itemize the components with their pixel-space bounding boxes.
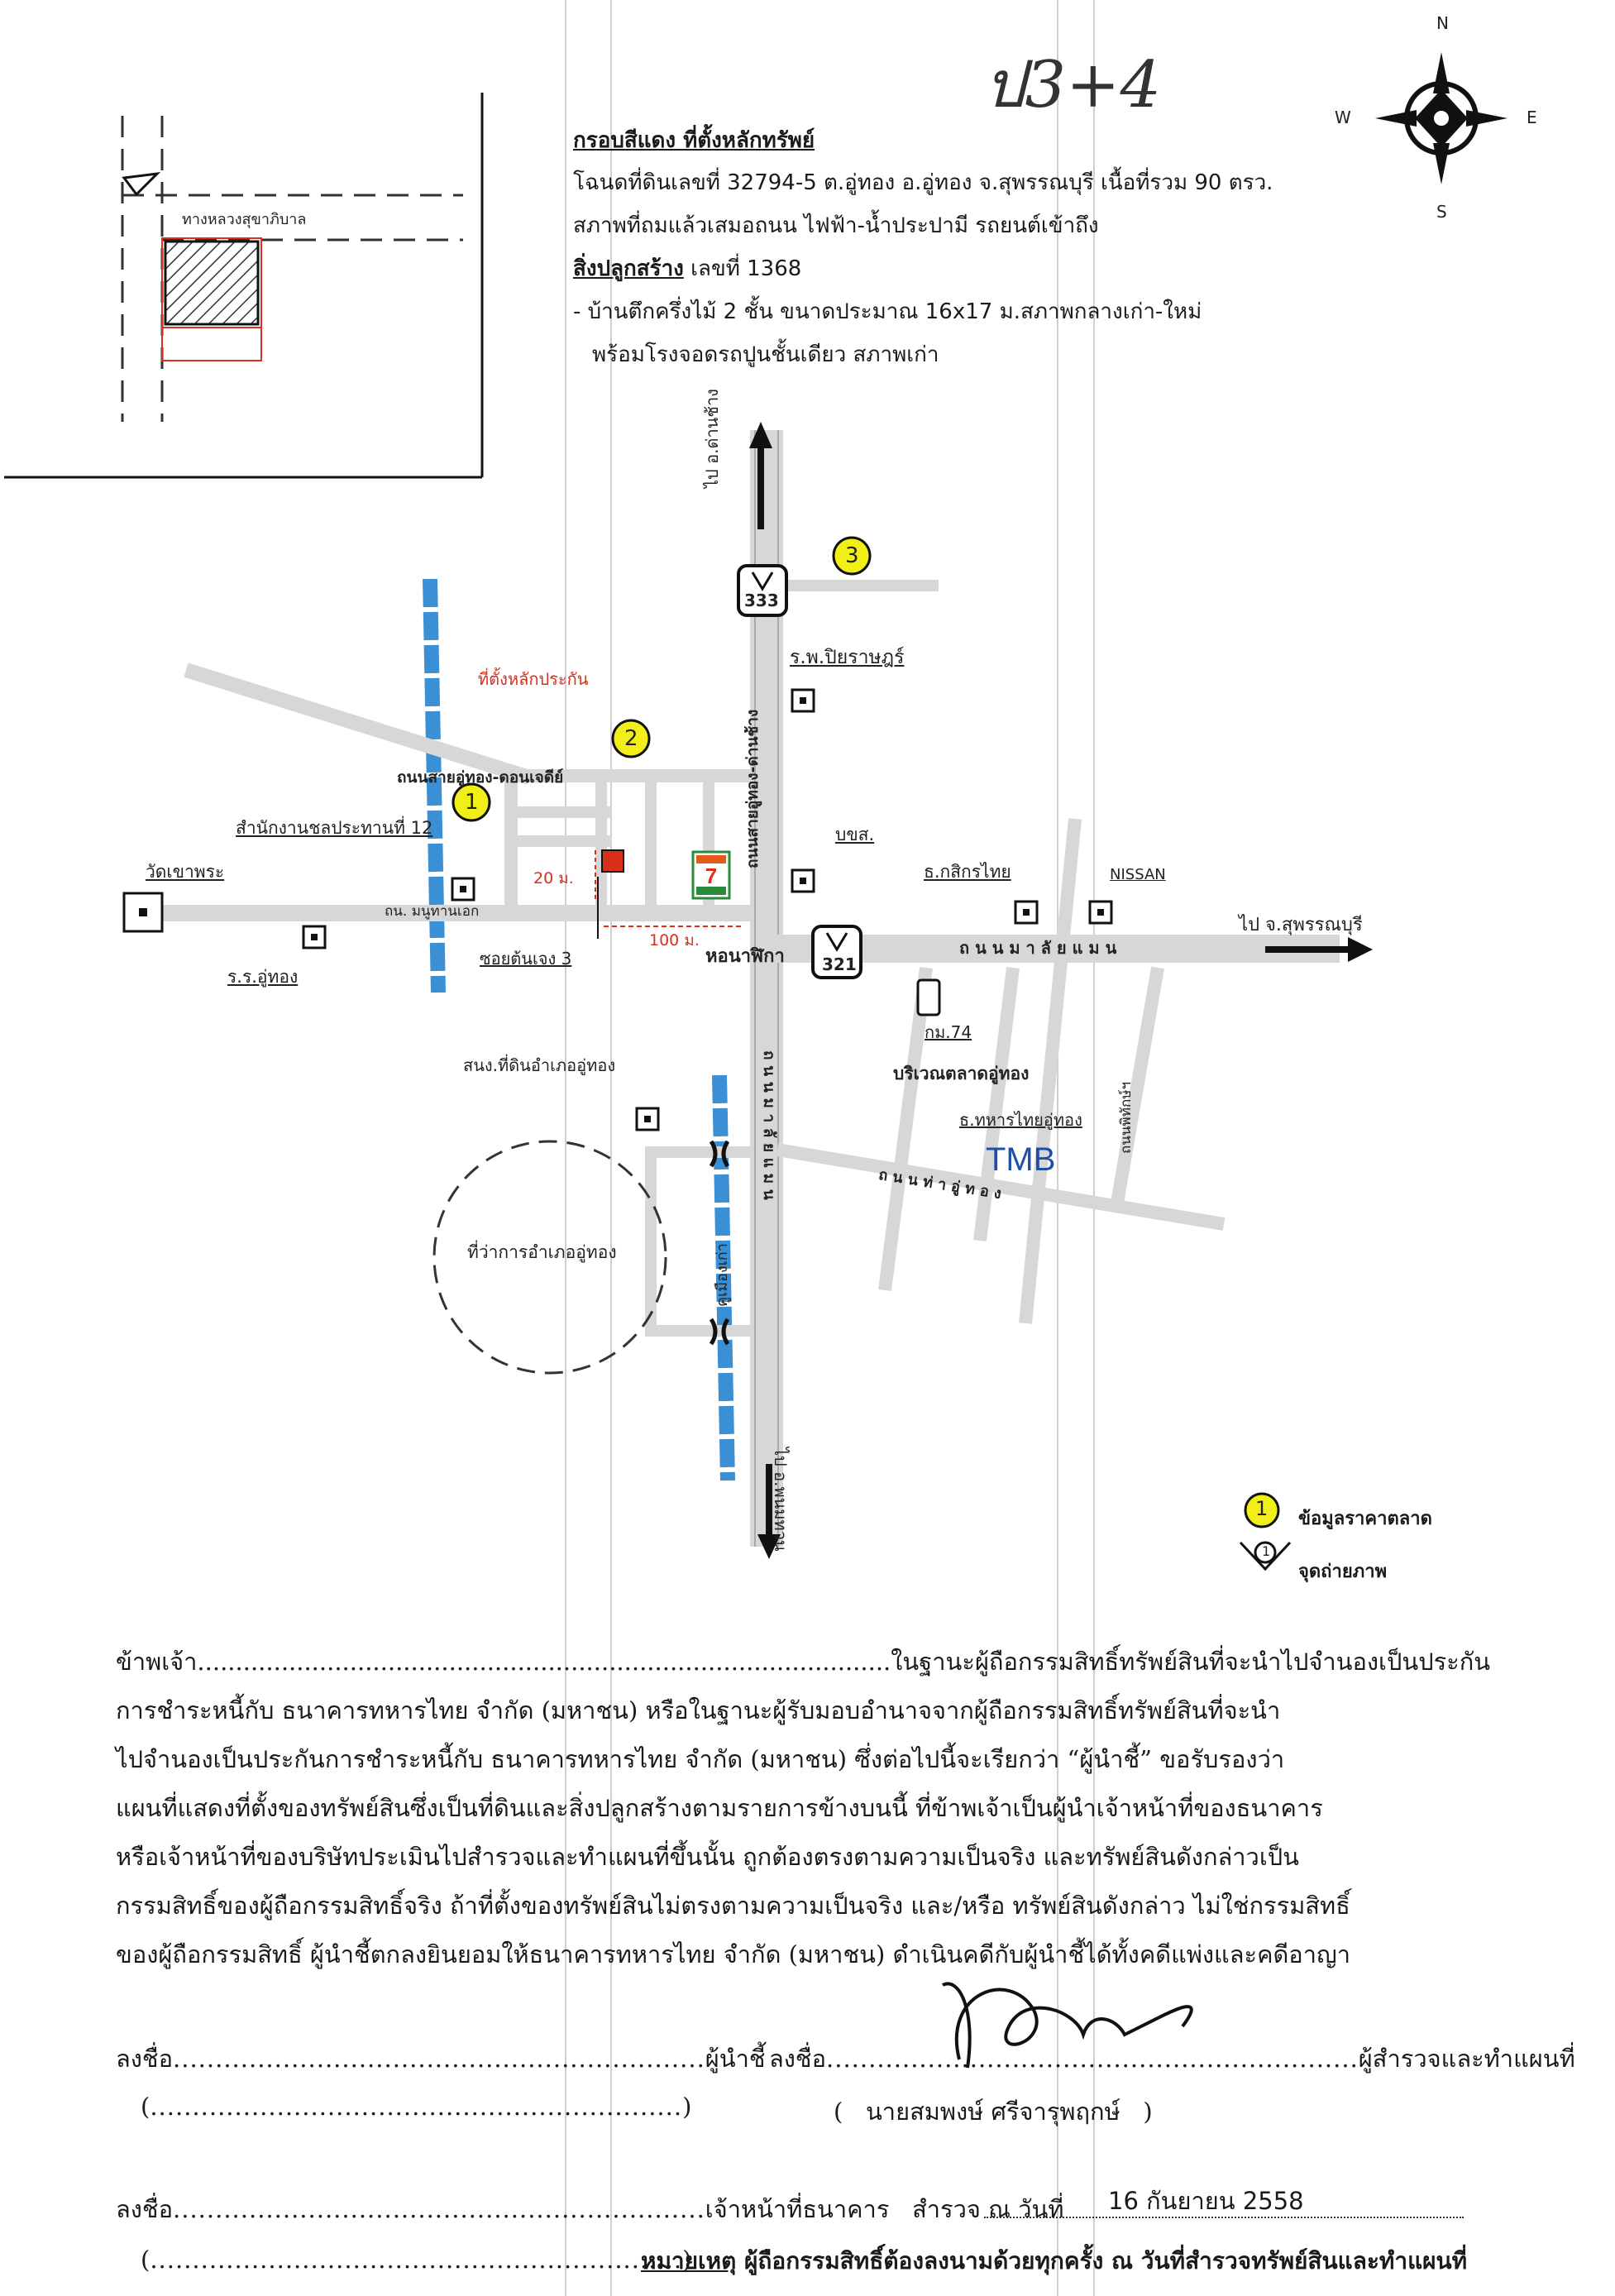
scan-line-2 bbox=[610, 0, 612, 2296]
kbank-label: ธ.กสิกรไทย bbox=[924, 862, 1011, 882]
inset-road-label: ทางหลวงสุขาภิบาล bbox=[182, 211, 307, 228]
compass-rose-icon bbox=[1375, 52, 1507, 184]
bank-sign-row: ลงชื่อ..................................… bbox=[116, 2195, 1064, 2223]
dist-20-label: 20 ม. bbox=[533, 869, 574, 887]
legend-photo-num: 1 bbox=[1262, 1543, 1271, 1559]
legend-market-num: 1 bbox=[1255, 1497, 1269, 1520]
km74-label: กม.74 bbox=[925, 1022, 972, 1042]
statement-line-4: แผนที่แสดงที่ตั้งของทรัพย์สินซึ่งเป็นที่… bbox=[116, 1794, 1323, 1822]
clock-tower-label: หอนาฬิกา bbox=[705, 946, 785, 967]
compass-west: W bbox=[1335, 108, 1351, 127]
bank-name-row: (.......................................… bbox=[141, 2246, 692, 2274]
legend-market-label: ข้อมูลราคาตลาด bbox=[1298, 1509, 1432, 1529]
date-underline bbox=[984, 2217, 1464, 2218]
bks-label: บขส. bbox=[835, 825, 875, 844]
legend-photo-label: จุดถ่ายภาพ bbox=[1298, 1562, 1388, 1582]
header-structure: สิ่งปลูกสร้าง เลขที่ 1368 bbox=[573, 256, 802, 281]
to-dansang-label: ไป อ.ด่านช้าง bbox=[702, 389, 722, 488]
road-utong-northeast-label: ถนนสายอู่ทอง-ดอนเจดีย์ bbox=[397, 768, 564, 787]
to-phanom-label: ไป อ.พนมทวน bbox=[771, 1447, 791, 1552]
surveyor-sign-row: ลงชื่อ..................................… bbox=[769, 2045, 1575, 2073]
to-suphan-label: ไป จ.สุพรรณบุรี bbox=[1239, 915, 1363, 935]
footnote: หมายเหตุ ผู้ถือกรรมสิทธิ์ต้องลงนามด้วยทุ… bbox=[641, 2247, 1468, 2274]
statement-line-1: ข้าพเจ้า................................… bbox=[116, 1648, 1491, 1676]
tmb-bank-label: ธ.ทหารไทยอู่ทอง bbox=[959, 1110, 1082, 1130]
legend-photo-icon bbox=[1239, 1541, 1292, 1571]
svg-text:7: 7 bbox=[705, 863, 717, 888]
land-office-label: สนง.ที่ดินอำเภออู่ทอง bbox=[463, 1055, 616, 1075]
certification-statement: ข้าพเจ้า................................… bbox=[116, 1638, 1491, 1979]
malaiman-road-label: ถ น น ม า ลั ย แ ม น bbox=[959, 938, 1117, 958]
tmb-logo: TMB bbox=[986, 1141, 1056, 1178]
khuemuang-label: คูเมืองเก่า bbox=[714, 1243, 731, 1307]
marker-3: 3 bbox=[845, 543, 859, 568]
school-label: ร.ร.อู่ทอง bbox=[227, 967, 299, 987]
compass-north: N bbox=[1436, 13, 1449, 33]
statement-line-3: ไปจำนองเป็นประกันการชำระหนี้กับ ธนาคารทห… bbox=[116, 1745, 1285, 1773]
surveyor-name-row: ( นายสมพงษ์ ศรีจารุพฤกษ์ ) bbox=[834, 2097, 1153, 2126]
surveyor-signature bbox=[942, 1982, 1193, 2069]
nissan-label: NISSAN bbox=[1110, 866, 1166, 883]
road-phithi-label: ถนนพิทักษ์ฯ bbox=[1118, 1082, 1135, 1154]
market-label: บริเวณตลาดอู่ทอง bbox=[893, 1064, 1030, 1083]
road-utong-dansang-label: ถนนสายอู่ทอง-ด่านช้าง bbox=[743, 709, 762, 868]
pointer-name-row: (.......................................… bbox=[141, 2093, 692, 2121]
statement-line-2: การชำระหนี้กับ ธนาคารทหารไทย จำกัด (มหาช… bbox=[116, 1696, 1281, 1724]
hospital-label: ร.พ.ปิยราษฎร์ bbox=[790, 647, 905, 668]
road-uthong-ek-label: ถน. มนูทานเอก bbox=[385, 903, 480, 920]
statement-line-7: ของผู้ถือกรรมสิทธิ์ ผู้นำชี้ตกลงยินยอมให… bbox=[116, 1940, 1351, 1968]
collateral-site-label: ที่ตั้งหลักประกัน bbox=[478, 669, 589, 689]
scan-line-1 bbox=[565, 0, 566, 2296]
header-title: กรอบสีแดง ที่ตั้งหลักทรัพย์ bbox=[573, 128, 815, 153]
route-333-label: 333 bbox=[744, 591, 779, 610]
survey-date: 16 กันยายน 2558 bbox=[1108, 2187, 1304, 2215]
malaiman-vertical-label: ถ น น ม า ลั ย แ ม น bbox=[760, 1050, 778, 1200]
marker-1: 1 bbox=[465, 790, 479, 815]
header-deed: โฉนดที่ดินเลขที่ 32794-5 ต.อู่ทอง อ.อู่ท… bbox=[573, 170, 1273, 195]
wat-label: วัดเขาพระ bbox=[146, 862, 225, 882]
statement-line-6: กรรมสิทธิ์ของผู้ถือกรรมสิทธิ์จริง ถ้าที่… bbox=[116, 1892, 1350, 1920]
district-office-label: ที่ว่าการอำเภออู่ทอง bbox=[467, 1242, 617, 1262]
handwritten-code: ป3+4 bbox=[984, 48, 1162, 122]
legend-market-icon bbox=[1244, 1492, 1280, 1528]
route-321-label: 321 bbox=[822, 954, 857, 974]
scan-line-3 bbox=[1057, 0, 1058, 2296]
irrigation-office-label: สำนักงานชลประทานที่ 12 bbox=[236, 818, 433, 838]
header-building: - บ้านตึกครึ่งไม้ 2 ชั้น ขนาดประมาณ 16x1… bbox=[573, 299, 1202, 324]
header-garage: พร้อมโรงจอดรถปูนชั้นเดียว สภาพเก่า bbox=[592, 342, 939, 367]
statement-line-5: หรือเจ้าหน้าที่ของบริษัทประเมินไปสำรวจแล… bbox=[116, 1843, 1299, 1871]
header-condition: สภาพที่ถมแล้วเสมอถนน ไฟฟ้า-น้ำประปามี รถ… bbox=[573, 213, 1099, 238]
pointer-sign-row: ลงชื่อ..................................… bbox=[116, 2045, 766, 2073]
soi-label: ซอยต้นเจง 3 bbox=[480, 949, 572, 969]
scan-line-4 bbox=[1093, 0, 1095, 2296]
dist-100-label: 100 ม. bbox=[649, 931, 700, 949]
compass-south: S bbox=[1436, 202, 1447, 222]
route-map: 7 bbox=[122, 422, 1373, 1559]
marker-2: 2 bbox=[624, 726, 638, 751]
inset-site-diagram bbox=[4, 93, 484, 479]
compass-east: E bbox=[1527, 108, 1537, 127]
